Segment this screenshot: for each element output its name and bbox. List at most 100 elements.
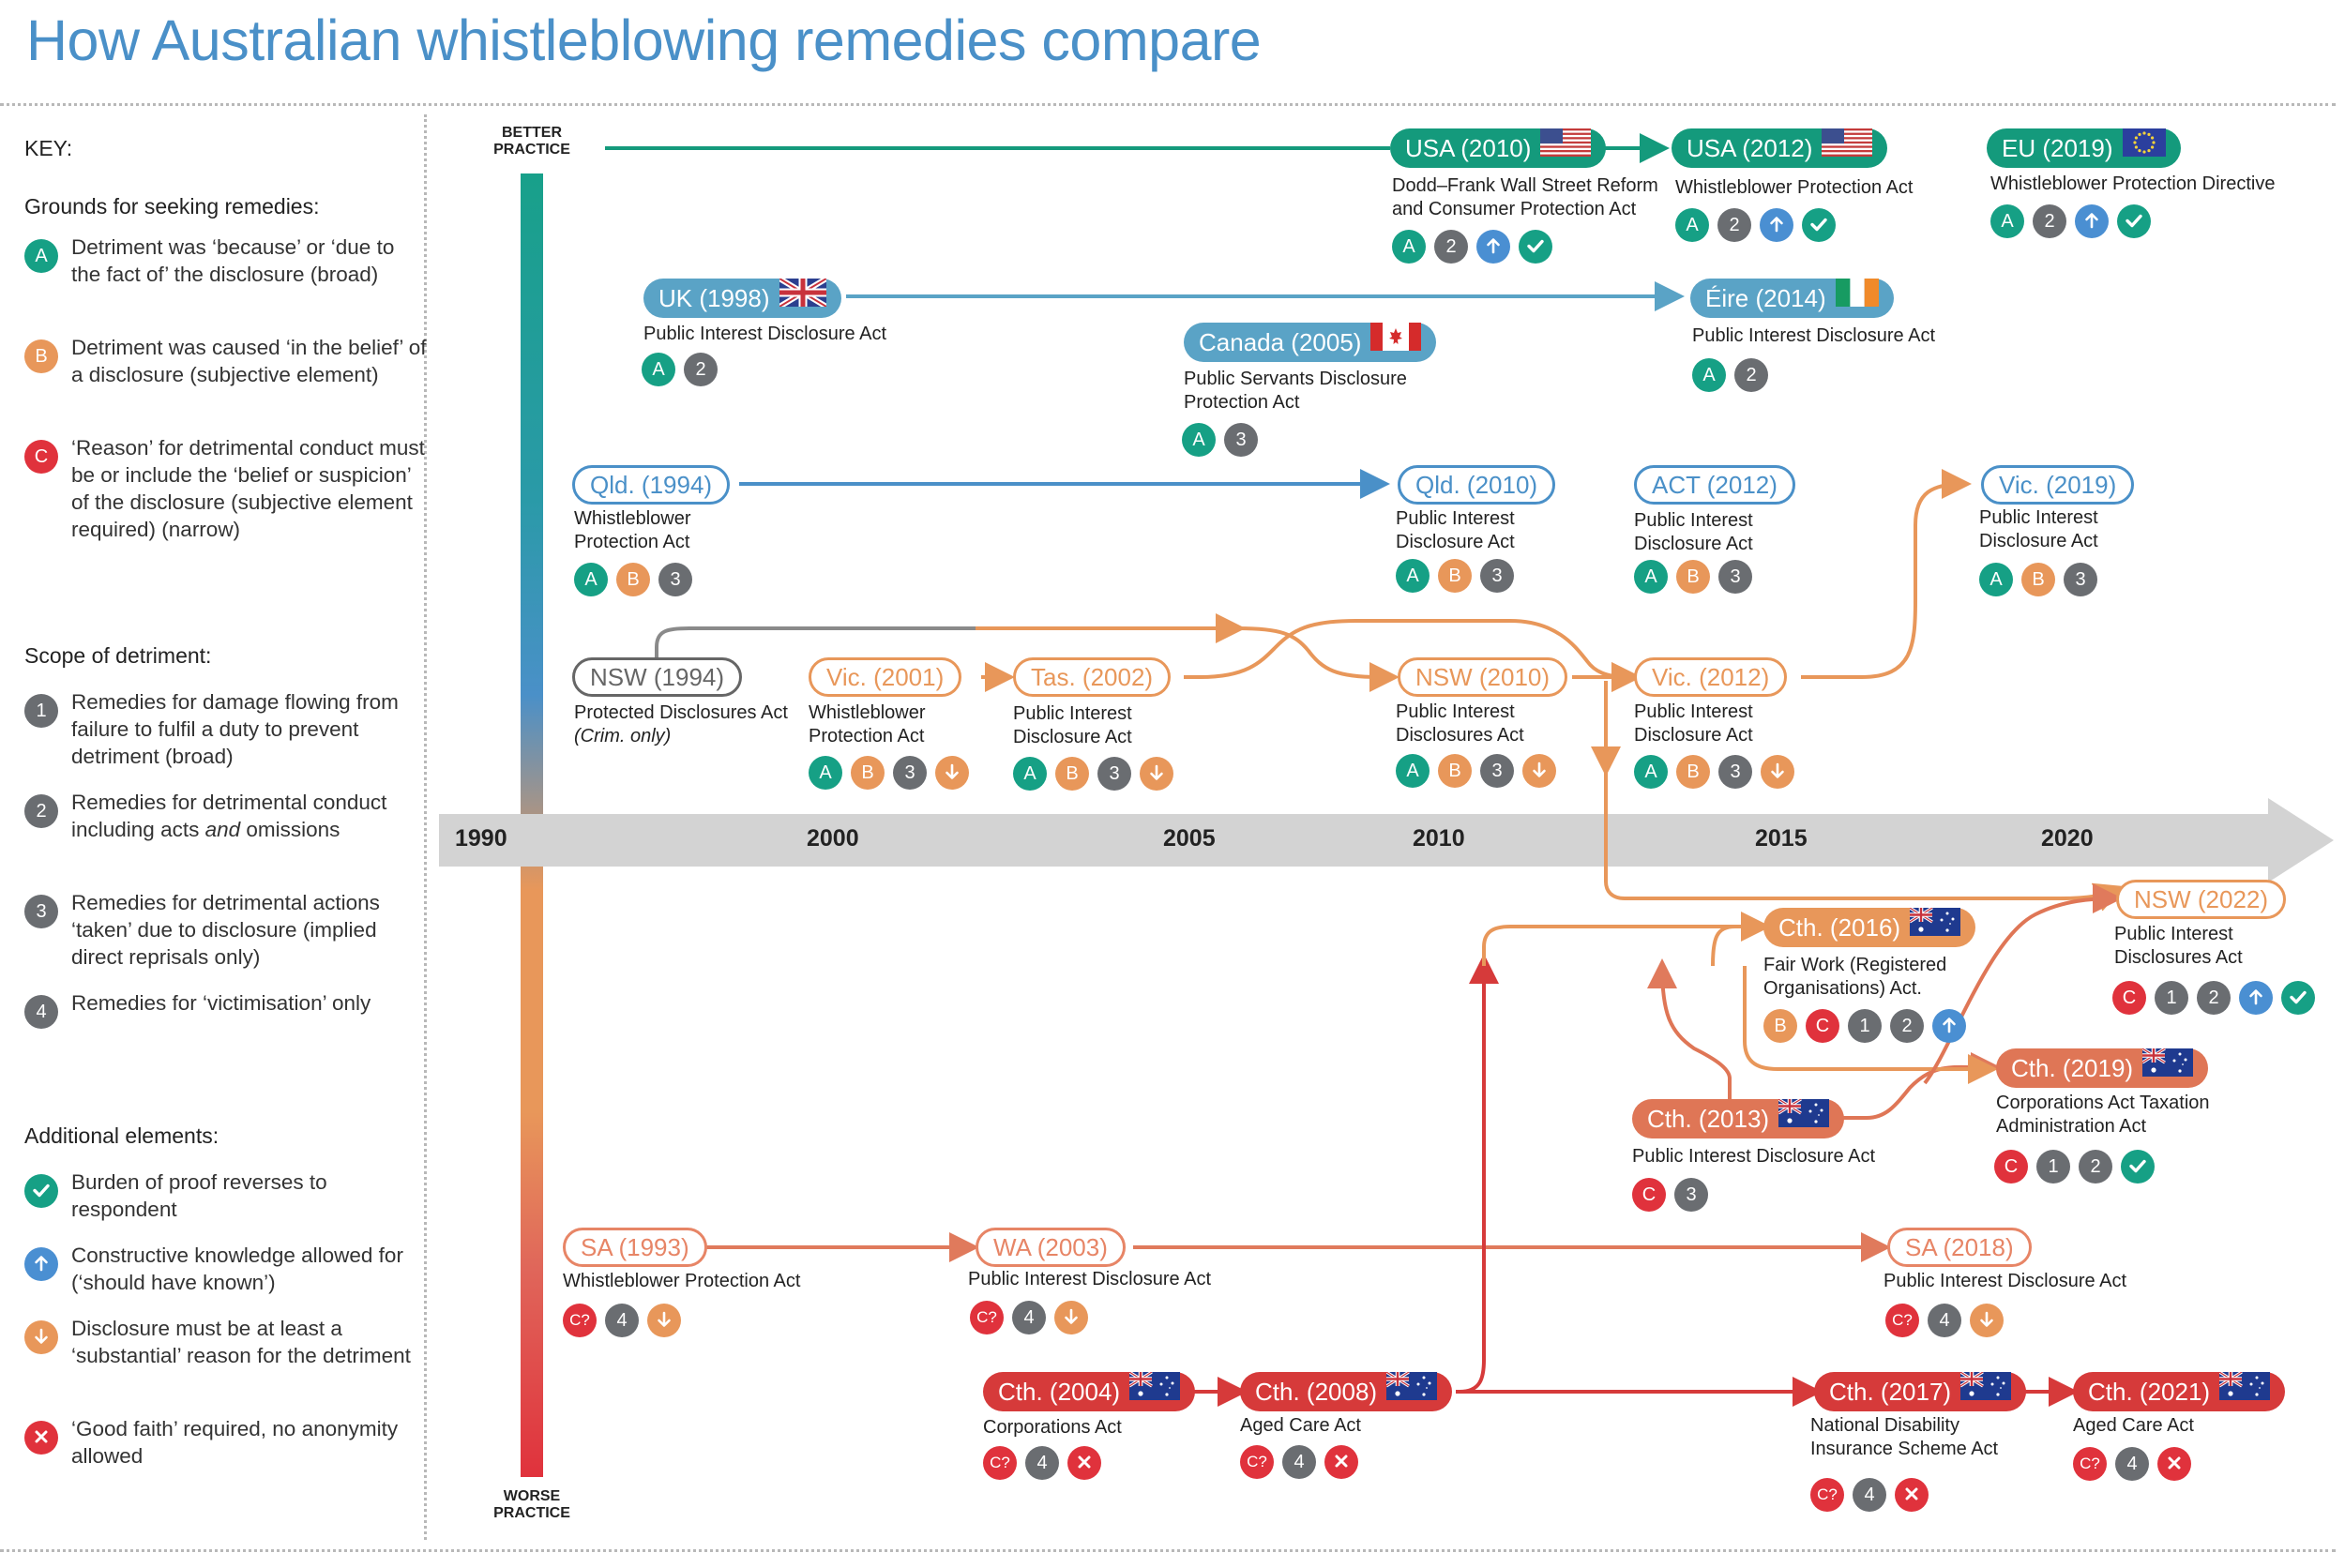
arrow-up-icon [24,1247,58,1281]
cross-icon [1324,1445,1358,1479]
law-eu-2019[interactable]: EU (2019) [1987,128,2181,168]
law-nsw-1994[interactable]: NSW (1994) [572,657,743,697]
law-label: USA (2012) [1687,134,1813,162]
arrow-down-icon [1054,1301,1088,1334]
uk-flag-icon [777,276,828,318]
badge-1: 1 [2036,1150,2070,1184]
key-text: Detriment was caused ‘in the belief’ of … [71,336,427,386]
year-2010: 2010 [1413,825,1465,852]
badge-1: 1 [1848,1009,1882,1043]
badge-a: A [642,353,675,386]
badge-c-question: C? [1810,1478,1844,1512]
badge-c-question: C? [563,1304,597,1337]
badge-2: 2 [2033,204,2066,238]
law-usa-2012[interactable]: USA (2012) [1672,128,1888,168]
law-eire-2014[interactable]: Éire (2014) [1690,279,1894,318]
badge-1: 1 [24,694,58,728]
law-cth-2008[interactable]: Cth. (2008) [1240,1370,1453,1411]
badge-4: 4 [2115,1447,2149,1481]
timeline-arrowhead [2268,798,2334,882]
year-2020: 2020 [2041,825,2094,852]
law-cth-2013[interactable]: Cth. (2013) [1632,1097,1845,1138]
badge-3: 3 [893,756,927,790]
law-qld-1994[interactable]: Qld. (1994) [572,465,731,505]
badge-a: A [1979,563,2013,596]
check-icon [1802,208,1836,242]
key-text-emphasis: and [204,818,241,841]
law-label: ACT (2012) [1652,471,1778,499]
law-act-text: Public Interest Disclosure Act [1634,701,1753,746]
law-tas-2002[interactable]: Tas. (2002) [1013,657,1172,697]
badge-4: 4 [24,995,58,1029]
law-act-text: Whistleblower Protection Act [563,1271,801,1291]
cth-2004-badges: C?4 [983,1446,1110,1480]
law-sa-2018[interactable]: SA (2018) [1887,1228,2032,1267]
law-label: Vic. (2012) [1652,663,1770,691]
key-text: Burden of proof reverses to respondent [71,1170,327,1221]
arrow-up-icon [2075,204,2109,238]
arrow-down-icon [935,756,969,790]
law-usa-2010[interactable]: USA (2010) [1390,128,1607,168]
law-canada-2005[interactable]: Canada (2005) [1184,323,1437,362]
law-uk-1998[interactable]: UK (1998) [643,276,841,318]
year-2000: 2000 [807,825,859,852]
arrow-down-icon [1522,754,1556,788]
arrow-down-icon [647,1304,681,1337]
badge-a: A [1182,423,1216,457]
check-icon [2281,981,2315,1015]
law-act-2012[interactable]: ACT (2012) [1634,465,1795,505]
key-text: Remedies for detrimental conduct includi… [71,789,428,843]
law-act-text: Public Interest Disclosure Act [1884,1271,2126,1291]
us-flag-icon [1822,128,1873,168]
law-act-text: Protected Disclosures Act [574,702,788,723]
cth-2021-badges: C?4 [2073,1447,2200,1481]
law-label: Cth. (2019) [2011,1054,2134,1082]
badge-a: A [1634,560,1668,594]
australia-flag-icon [1128,1370,1181,1411]
law-wa-2003[interactable]: WA (2003) [976,1228,1126,1267]
law-cth-2004[interactable]: Cth. (2004) [983,1370,1196,1411]
law-cth-2017[interactable]: Cth. (2017) [1814,1370,2027,1411]
badge-b: B [1676,755,1710,789]
law-label: SA (2018) [1905,1233,2014,1261]
australia-flag-icon [2218,1370,2271,1411]
law-vic-2019[interactable]: Vic. (2019) [1981,465,2135,505]
wa-2003-badges: C?4 [970,1301,1097,1334]
law-act-text: Public Interest Disclosure Act [1396,508,1515,552]
badge-c-question: C? [1240,1445,1274,1479]
law-act-text: Public Interest Disclosures Act [2114,924,2243,968]
law-act-text: Aged Care Act [1240,1415,1361,1436]
key-divider [424,114,427,1540]
badge-3: 3 [24,895,58,928]
law-cth-2021[interactable]: Cth. (2021) [2073,1370,2286,1411]
key-text: Detriment was ‘because’ or ‘due to the f… [71,235,395,286]
cross-icon [1067,1446,1101,1480]
badge-3: 3 [1718,755,1752,789]
law-cth-2016[interactable]: Cth. (2016) [1763,906,1976,947]
arrow-up-icon [2239,981,2273,1015]
cross-icon [2157,1447,2191,1481]
key-text: Disclosure must be at least a ‘substanti… [71,1317,411,1367]
australia-flag-icon [1778,1097,1830,1138]
law-qld-2010[interactable]: Qld. (2010) [1398,465,1556,505]
law-label: SA (1993) [581,1233,689,1261]
law-sa-1993[interactable]: SA (1993) [563,1228,707,1267]
law-label: Cth. (2017) [1829,1378,1952,1406]
law-label: NSW (1994) [590,663,725,691]
badge-a: A [1396,754,1430,788]
arrow-down-icon [1970,1304,2004,1337]
arrow-up-icon [1932,1009,1966,1043]
law-nsw-2022[interactable]: NSW (2022) [2116,880,2287,919]
badge-3: 3 [1718,560,1752,594]
law-cth-2019[interactable]: Cth. (2019) [1996,1047,2209,1088]
law-nsw-2010[interactable]: NSW (2010) [1398,657,1568,697]
badge-c-question: C? [1885,1304,1919,1337]
top-divider [0,103,2336,106]
badge-3: 3 [1224,423,1258,457]
law-vic-2012[interactable]: Vic. (2012) [1634,657,1788,697]
law-vic-2001[interactable]: Vic. (2001) [809,657,962,697]
law-act-text: Corporations Act [983,1417,1122,1438]
law-act-text: Public Interest Disclosure Act [1692,325,1935,346]
us-flag-icon [1540,128,1592,168]
